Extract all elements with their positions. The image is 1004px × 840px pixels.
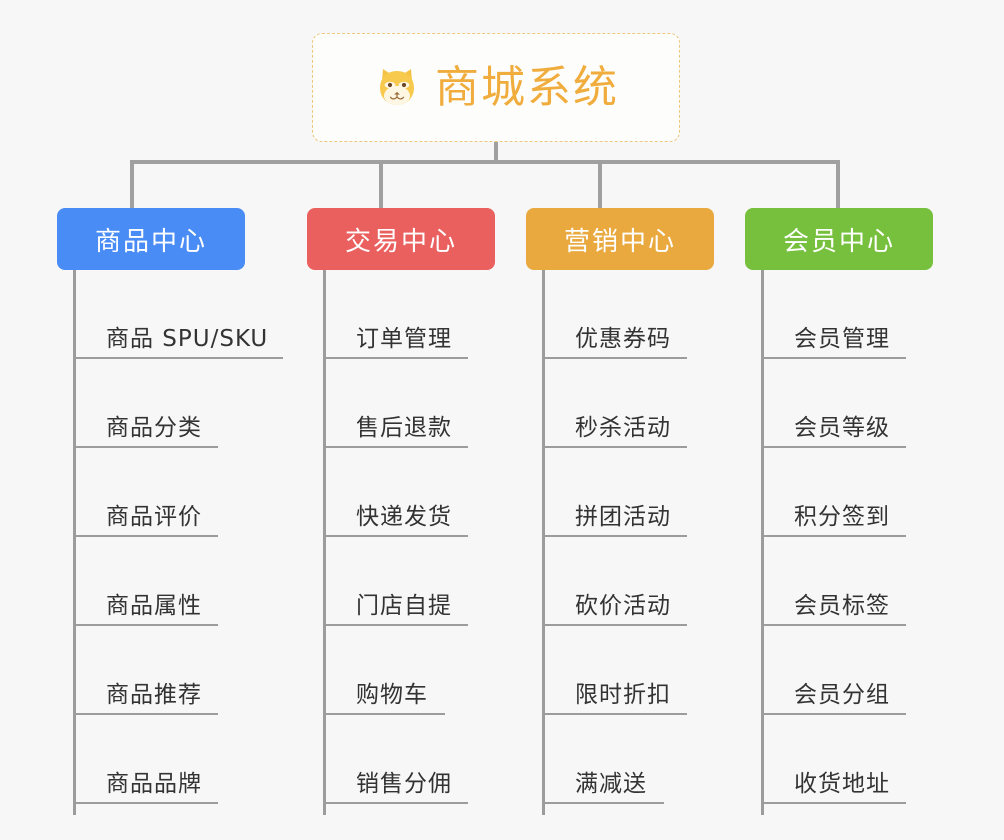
leaf-item-underline [542,357,687,359]
leaf-item-underline [73,624,218,626]
connector-branch-vertical-3 [598,160,602,208]
leaf-item-label: 商品评价 [106,504,202,530]
leaf-item-label: 订单管理 [356,326,452,352]
leaf-item-underline [542,535,687,537]
connector-root-vertical [494,142,498,164]
leaf-item-underline [542,446,687,448]
column-header-member-center[interactable]: 会员中心 [745,208,933,270]
column-header-marketing-center[interactable]: 营销中心 [526,208,714,270]
column-spine [323,270,326,815]
column-spine [761,270,764,815]
leaf-item-underline [761,802,906,804]
shiba-inu-dog-face-icon [373,64,421,112]
leaf-item-label: 会员等级 [794,415,890,441]
leaf-item-underline [73,535,218,537]
leaf-item-label: 商品分类 [106,415,202,441]
leaf-item-underline [323,446,468,448]
leaf-item-underline [761,535,906,537]
leaf-item-label: 商品品牌 [106,771,202,797]
leaf-item-label: 优惠券码 [575,326,671,352]
leaf-item-label: 会员标签 [794,593,890,619]
leaf-item-label: 会员管理 [794,326,890,352]
leaf-item-underline [761,624,906,626]
leaf-item-label: 收货地址 [794,771,890,797]
leaf-item-label: 满减送 [575,771,647,797]
leaf-item-underline [73,446,218,448]
leaf-item-underline [323,713,445,715]
leaf-item-underline [73,802,218,804]
leaf-item-label: 销售分佣 [356,771,452,797]
leaf-item-underline [73,713,218,715]
root-title: 商城系统 [435,61,619,113]
leaf-item-underline [761,357,906,359]
leaf-item-label: 限时折扣 [575,682,671,708]
column-spine [542,270,545,815]
connector-branch-vertical-2 [379,160,383,208]
leaf-item-underline [761,713,906,715]
connector-branch-vertical-1 [130,160,134,208]
leaf-item-underline [542,802,664,804]
leaf-item-underline [323,535,468,537]
column-header-trade-center[interactable]: 交易中心 [307,208,495,270]
column-header-label: 会员中心 [782,226,895,257]
leaf-item-underline [323,357,468,359]
column-header-product-center[interactable]: 商品中心 [57,208,245,270]
leaf-item-label: 门店自提 [356,593,452,619]
leaf-item-label: 快递发货 [356,504,452,530]
leaf-item-label: 售后退款 [356,415,452,441]
leaf-item-underline [323,624,468,626]
column-header-label: 商品中心 [94,226,207,257]
leaf-item-underline [542,624,687,626]
connector-horizontal-bar [130,160,840,164]
leaf-item-label: 秒杀活动 [575,415,671,441]
leaf-item-label: 积分签到 [794,504,890,530]
leaf-item-label: 购物车 [356,682,428,708]
leaf-item-label: 商品属性 [106,593,202,619]
leaf-item-underline [73,357,283,359]
root-node[interactable]: 商城系统 [312,33,680,142]
leaf-item-label: 商品推荐 [106,682,202,708]
leaf-item-label: 会员分组 [794,682,890,708]
leaf-item-underline [542,713,687,715]
leaf-item-label: 砍价活动 [575,593,671,619]
leaf-item-underline [761,446,906,448]
leaf-item-label: 拼团活动 [575,504,671,530]
column-header-label: 交易中心 [344,226,457,257]
connector-branch-vertical-4 [836,160,840,208]
column-spine [73,270,76,815]
leaf-item-label: 商品 SPU/SKU [106,326,269,352]
leaf-item-underline [323,802,468,804]
column-header-label: 营销中心 [563,226,676,257]
